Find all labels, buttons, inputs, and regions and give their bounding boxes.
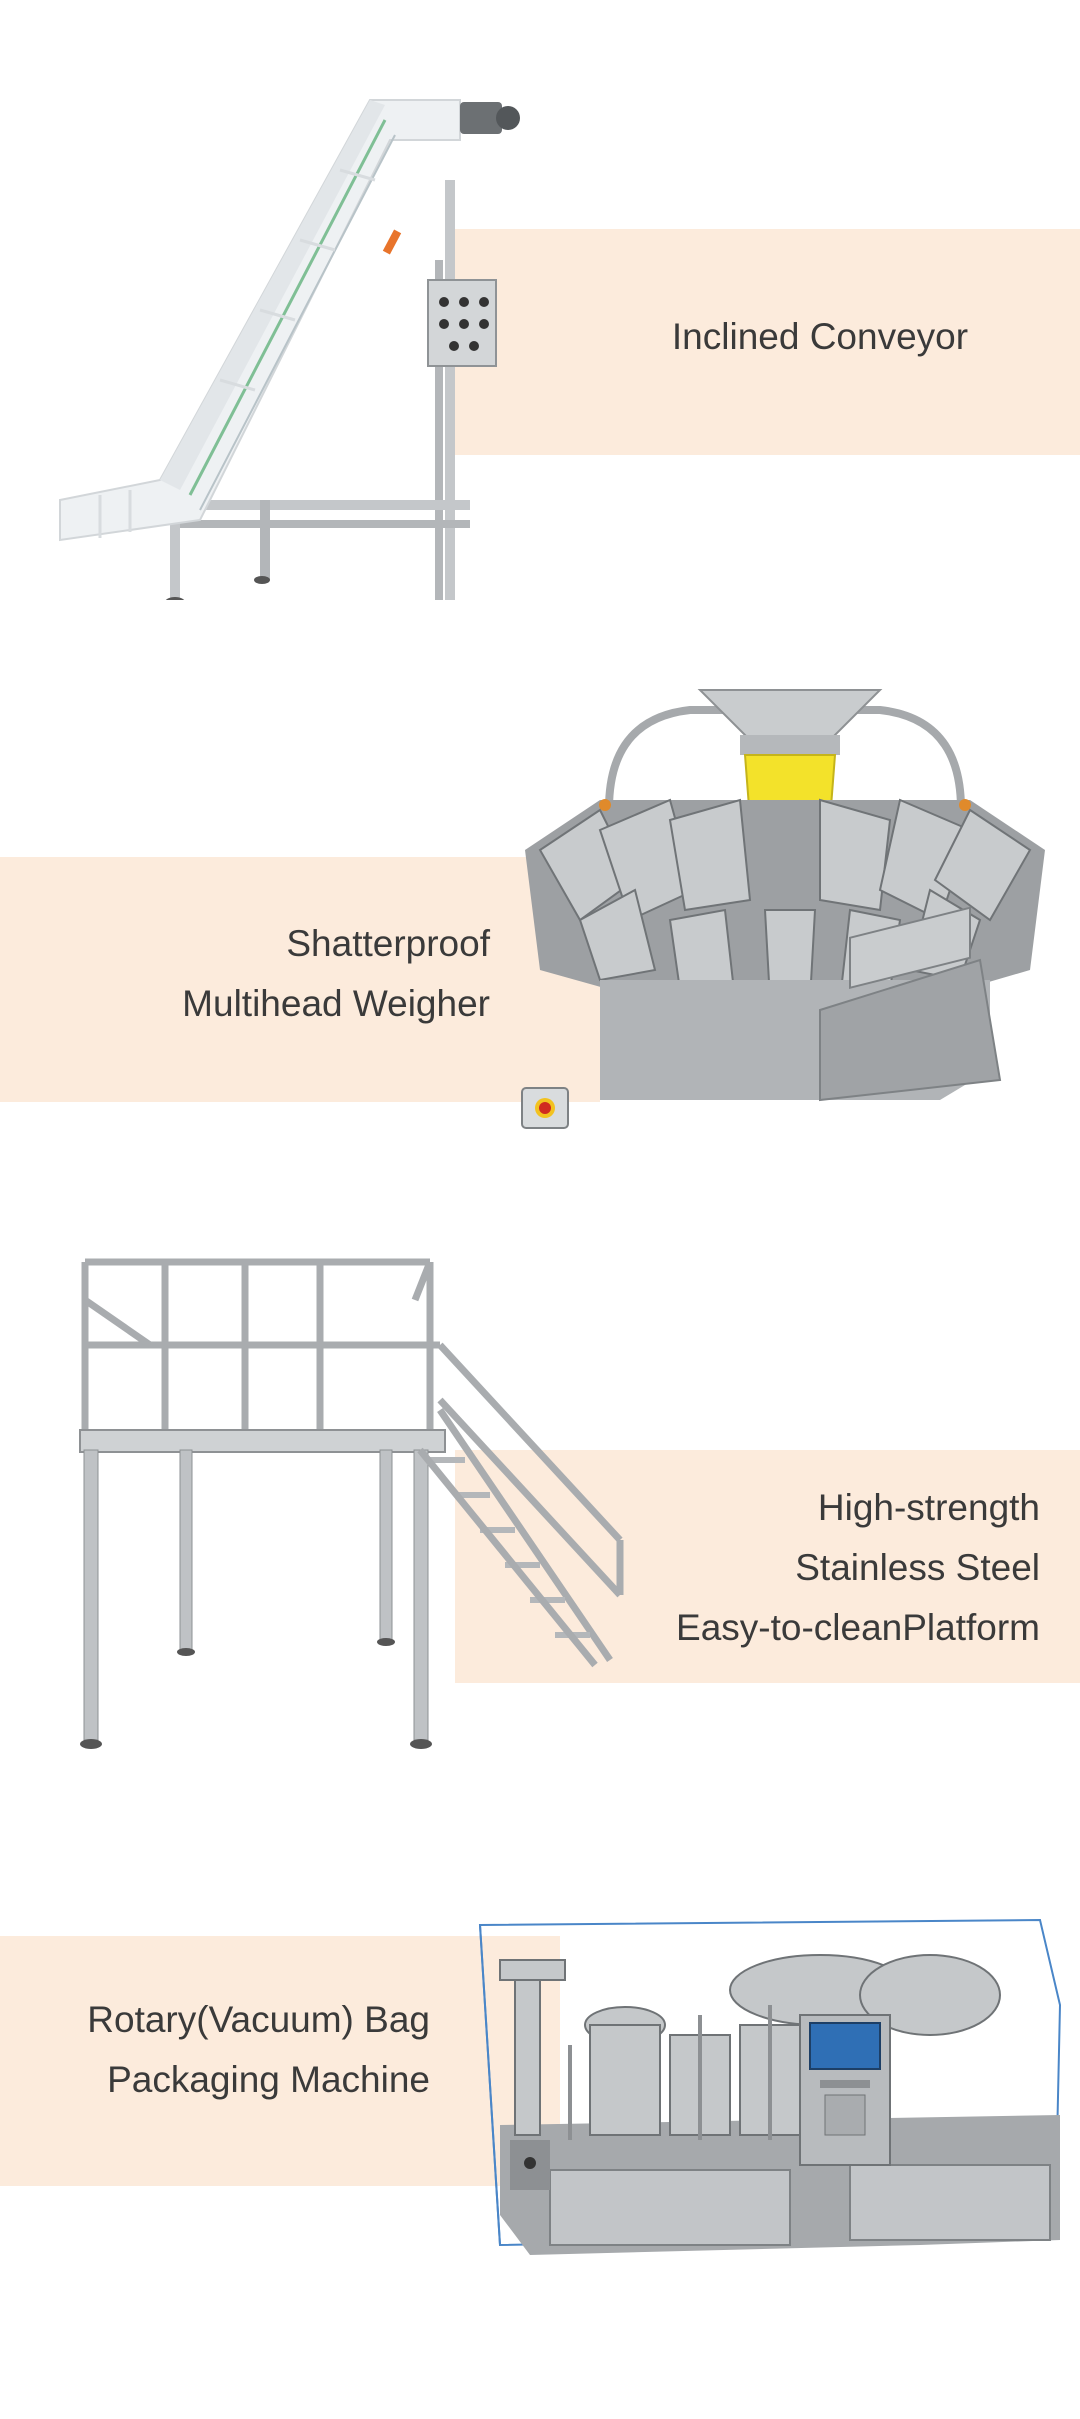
label-stainless-platform: High-strength Stainless Steel Easy-to-cl… <box>560 1478 1040 1658</box>
band-stainless-platform <box>455 1450 1080 1683</box>
label-line: Rotary(Vacuum) Bag <box>87 1999 430 2040</box>
band-rotary-packaging <box>0 1936 560 2186</box>
label-line: Packaging Machine <box>107 2059 430 2100</box>
label-line: Inclined Conveyor <box>671 316 969 357</box>
stainless-platform-image <box>70 1250 640 1770</box>
band-inclined-conveyor <box>450 229 1080 455</box>
label-multihead-weigher: Shatterproof Multihead Weigher <box>40 914 490 1034</box>
band-multihead-weigher <box>0 857 600 1102</box>
label-line: Multihead Weigher <box>182 983 490 1024</box>
label-line: High-strength <box>817 1487 1040 1528</box>
label-line: Stainless Steel <box>795 1547 1040 1588</box>
rotary-bag-packaging-machine-image <box>470 1915 1070 2305</box>
label-rotary-packaging: Rotary(Vacuum) Bag Packaging Machine <box>20 1990 430 2110</box>
label-line: Easy-to-cleanPlatform <box>676 1607 1040 1648</box>
label-line: Shatterproof <box>286 923 490 964</box>
multihead-weigher-image <box>520 680 1050 1220</box>
label-inclined-conveyor: Inclined Conveyor <box>600 307 1040 367</box>
inclined-conveyor-image <box>40 80 640 600</box>
